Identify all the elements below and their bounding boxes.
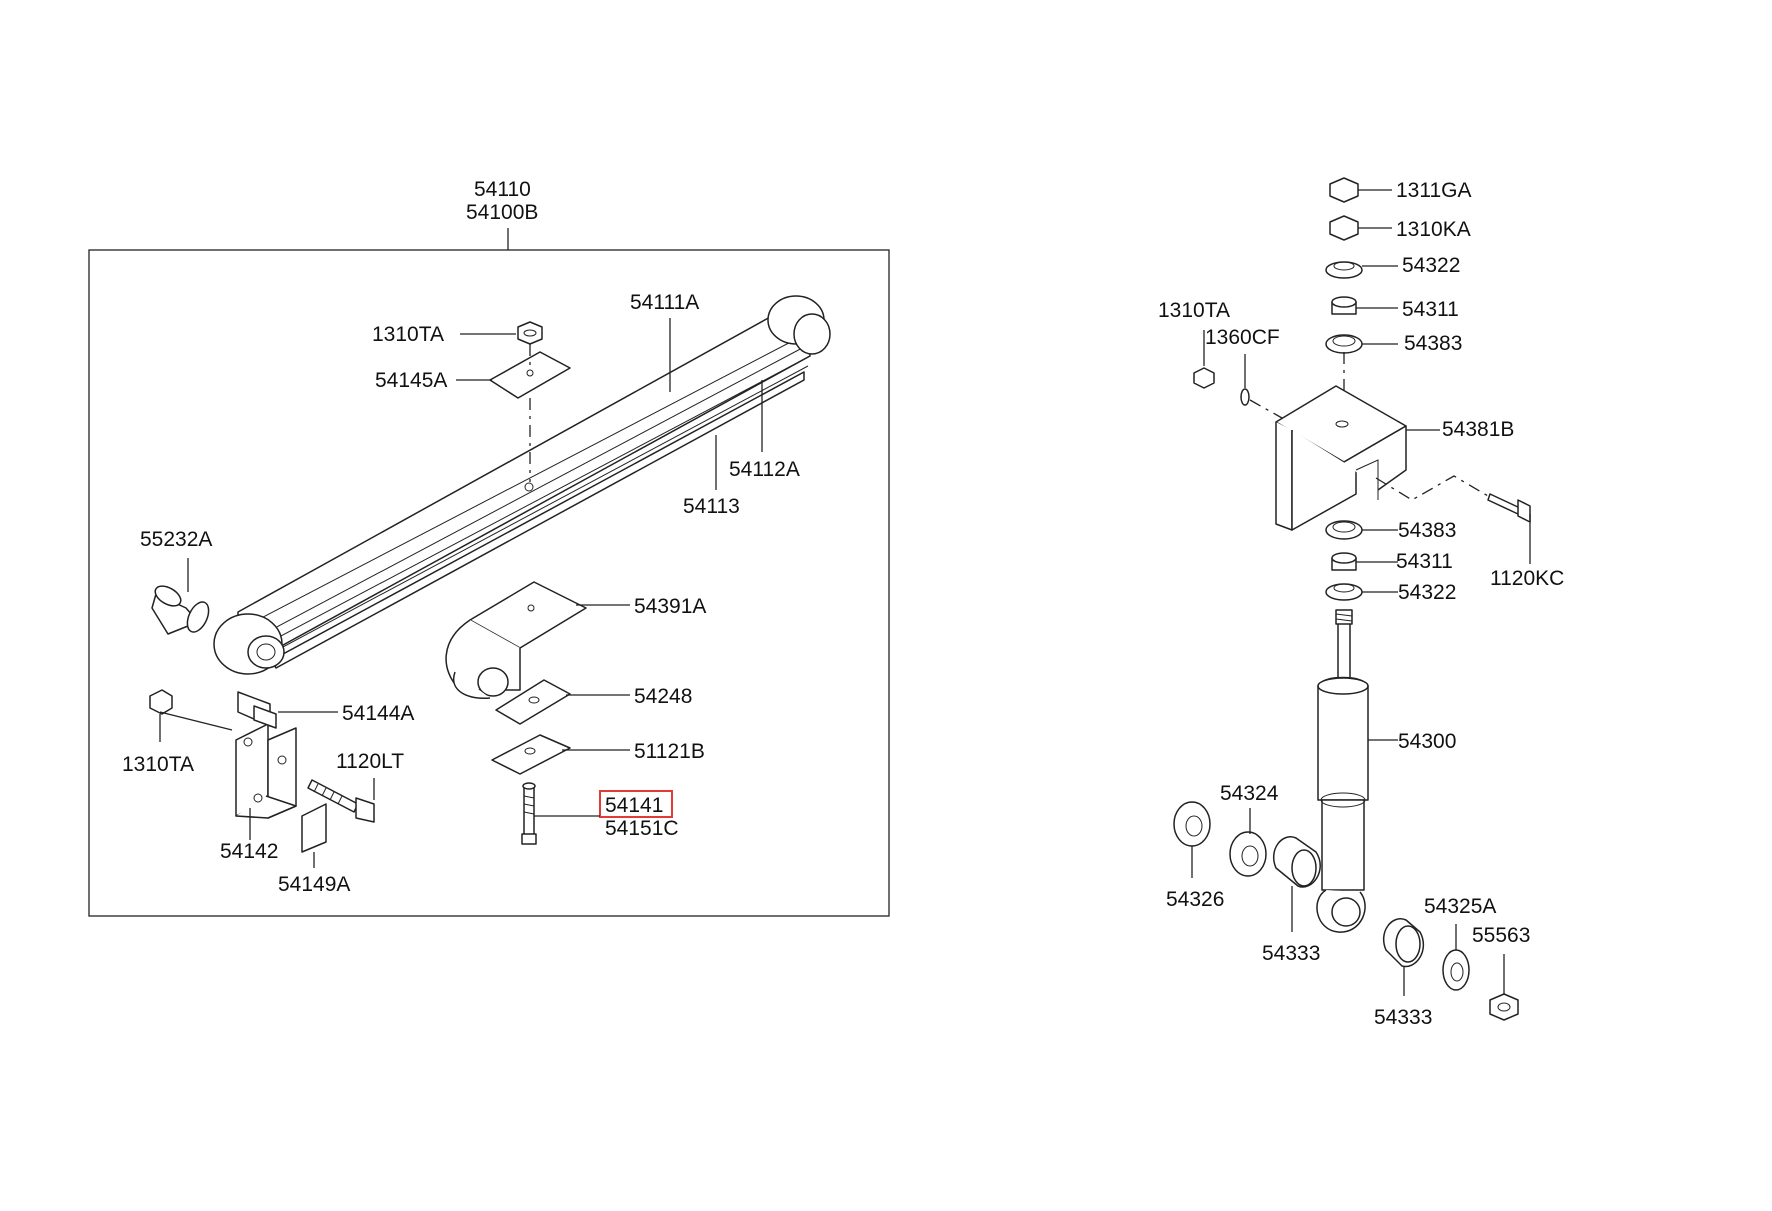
nut-1311ga-drawing (1329, 177, 1359, 203)
label-54151c[interactable]: 54151C (605, 817, 679, 840)
washer-54324-drawing (1229, 831, 1267, 877)
washer-54383-bottom-drawing (1325, 520, 1363, 540)
bolt-1120lt-drawing (307, 779, 375, 823)
label-51121b[interactable]: 51121B (634, 740, 705, 763)
shackle-54142-drawing (235, 723, 297, 819)
label-54112a[interactable]: 54112A (729, 458, 800, 481)
spring-front-eye (213, 613, 285, 675)
label-54145a[interactable]: 54145A (375, 369, 447, 392)
washer-54325a-drawing (1442, 949, 1470, 991)
bracket-54391a-drawing (445, 581, 587, 700)
bushing-54311-bottom-drawing (1331, 552, 1357, 571)
plate-54149a-drawing (301, 803, 327, 853)
bolt-54141-drawing (521, 782, 537, 845)
label-54144a[interactable]: 54144A (342, 702, 414, 725)
label-1310ka[interactable]: 1310KA (1396, 218, 1471, 241)
bolt-1120kc-drawing (1487, 493, 1531, 523)
label-54381b[interactable]: 54381B (1442, 418, 1514, 441)
label-54141[interactable]: 54141 (605, 794, 663, 817)
label-54324[interactable]: 54324 (1220, 782, 1279, 805)
plate-54248-drawing (495, 679, 571, 725)
label-54383-bottom[interactable]: 54383 (1398, 519, 1456, 542)
spring-rear-eye (767, 295, 831, 355)
washer-1360cf-drawing (1240, 388, 1250, 406)
washer-54326-drawing (1173, 801, 1211, 847)
leaf-spring-assembly: 54110 54100B (88, 178, 890, 917)
label-54311-bottom[interactable]: 54311 (1396, 550, 1453, 573)
label-54100b[interactable]: 54100B (466, 201, 538, 224)
label-54311-top[interactable]: 54311 (1402, 298, 1459, 321)
washer-54322-top-drawing (1325, 261, 1363, 279)
nut-1310ta-bottom-drawing (149, 689, 173, 715)
washer-54322-bottom-drawing (1325, 583, 1363, 601)
label-55232a[interactable]: 55232A (140, 528, 212, 551)
label-1310ta-top[interactable]: 1310TA (372, 323, 444, 346)
label-1311ga[interactable]: 1311GA (1396, 179, 1472, 202)
washer-54383-top-drawing (1325, 334, 1363, 354)
label-1310ta-right[interactable]: 1310TA (1158, 299, 1230, 322)
label-1360cf[interactable]: 1360CF (1205, 326, 1280, 349)
label-54326[interactable]: 54326 (1166, 888, 1224, 911)
nut-1310ka-drawing (1329, 215, 1359, 241)
leader-lines-right (1191, 189, 1531, 996)
shock-absorber-assembly: 1311GA 1310KA 54322 54311 54383 1310TA 1… (1158, 177, 1564, 1029)
nut-55563-drawing (1489, 993, 1519, 1021)
bushing-55232a-drawing (151, 585, 210, 635)
nut-1310ta-right-drawing (1193, 367, 1215, 389)
leaf-spring-drawing (213, 295, 831, 675)
label-54111a[interactable]: 54111A (630, 291, 699, 314)
label-54391a[interactable]: 54391A (634, 595, 706, 618)
label-54149a[interactable]: 54149A (278, 873, 350, 896)
label-1310ta-bottom[interactable]: 1310TA (122, 753, 194, 776)
pin-54144a-drawing (237, 691, 277, 729)
assembly-frame (88, 249, 890, 917)
label-1120kc[interactable]: 1120KC (1490, 567, 1564, 590)
label-54300[interactable]: 54300 (1398, 730, 1456, 753)
label-54333-left[interactable]: 54333 (1262, 942, 1320, 965)
label-54322-top[interactable]: 54322 (1402, 254, 1460, 277)
label-54322-bottom[interactable]: 54322 (1398, 581, 1456, 604)
label-54248[interactable]: 54248 (634, 685, 692, 708)
shock-54300-drawing (1316, 609, 1369, 933)
label-54113[interactable]: 54113 (683, 495, 740, 518)
bushing-54333-right-drawing (1383, 918, 1425, 968)
bushing-54333-left-drawing (1273, 836, 1321, 888)
label-1120lt[interactable]: 1120LT (336, 750, 404, 773)
label-54142[interactable]: 54142 (220, 840, 278, 863)
label-55563[interactable]: 55563 (1472, 924, 1530, 947)
label-54383-top[interactable]: 54383 (1404, 332, 1462, 355)
plate-51121b-drawing (491, 734, 571, 775)
nut-1310ta-top-drawing (517, 321, 543, 345)
bushing-54311-top-drawing (1331, 296, 1357, 315)
leader-lines-left (159, 318, 763, 868)
label-54325a[interactable]: 54325A (1424, 895, 1496, 918)
highlight-box-54141 (599, 790, 673, 818)
bracket-54381b-drawing (1275, 385, 1407, 531)
plate-54145a-drawing (489, 351, 571, 399)
label-54110[interactable]: 54110 (474, 178, 531, 201)
label-54333-right[interactable]: 54333 (1374, 1006, 1432, 1029)
